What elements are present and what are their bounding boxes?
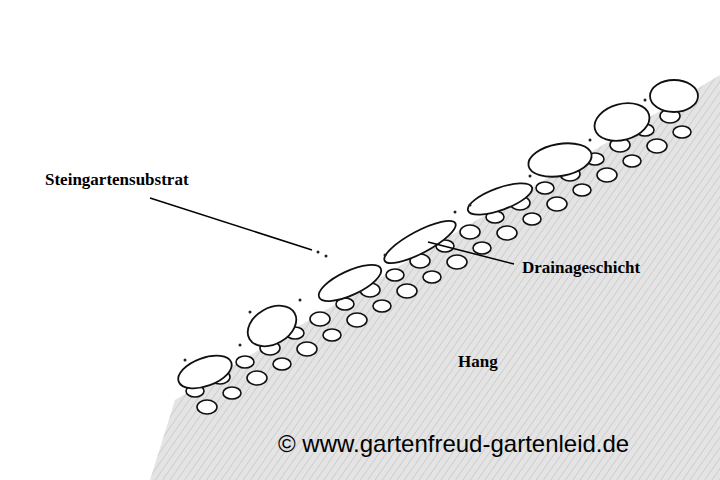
callout-label: Steingartensubstrat	[45, 170, 189, 190]
leader-line	[150, 198, 312, 250]
watermark: © www.gartenfreud-gartenleid.de	[278, 430, 629, 458]
region-label: Hang	[458, 352, 498, 372]
callout-label: Drainageschicht	[522, 258, 640, 278]
top-stones	[174, 80, 698, 395]
substrate-grains	[184, 99, 647, 362]
slope	[150, 75, 720, 480]
leader-line	[428, 242, 514, 264]
drainage-pebbles	[186, 109, 691, 414]
